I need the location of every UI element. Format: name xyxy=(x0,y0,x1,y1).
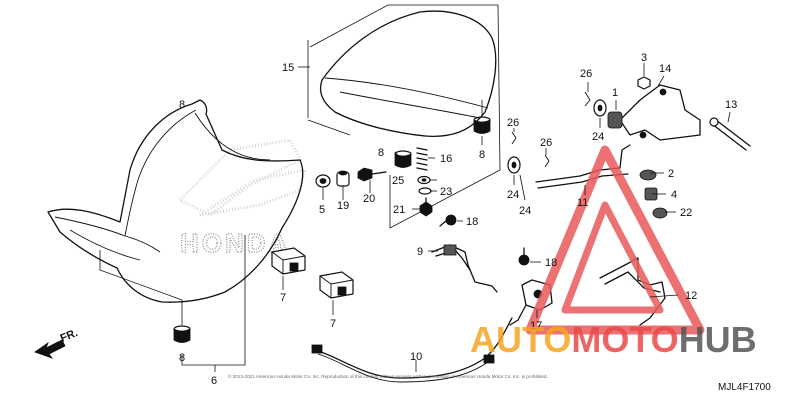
nut-3 xyxy=(637,76,651,90)
callout-11: 11 xyxy=(577,197,588,209)
diagram-code: MJL4F1700 xyxy=(718,382,771,393)
bolt-21 xyxy=(419,197,433,217)
callout-24c: 24 xyxy=(519,205,531,217)
callout-10: 10 xyxy=(410,351,422,363)
honda-wing-watermark xyxy=(177,138,308,217)
callout-24a: 24 xyxy=(592,131,604,143)
bolt-20 xyxy=(357,167,387,182)
main-seat xyxy=(47,99,304,303)
callout-8a: 8 xyxy=(179,352,185,364)
callout-19: 19 xyxy=(337,200,349,212)
autohub-triangle-logo xyxy=(525,145,705,335)
automotohub-brand: AUTOMOTOHUB xyxy=(470,319,757,360)
callout-26b: 26 xyxy=(507,117,519,129)
svg-text:AUTOMOTOHUB: AUTOMOTOHUB xyxy=(470,319,757,360)
washer-24b xyxy=(507,156,521,174)
collar-19 xyxy=(336,170,350,187)
callout-21: 21 xyxy=(393,204,405,216)
block-7-left xyxy=(271,247,306,275)
cap-22 xyxy=(652,207,668,219)
rubber-cushion-top xyxy=(473,116,491,134)
callout-17: 17 xyxy=(530,320,542,332)
callout-24b: 24 xyxy=(507,189,519,201)
callout-16: 16 xyxy=(440,153,452,165)
rubber-cushion-lower xyxy=(173,325,191,343)
front-direction-arrow: FR. xyxy=(34,327,80,359)
collar-1 xyxy=(607,111,623,129)
callout-15: 15 xyxy=(282,62,294,74)
callout-labels: 1 2 3 4 5 6 7 7 8 8 8 8 9 10 11 12 13 14… xyxy=(179,52,737,387)
leader-lines xyxy=(99,63,731,372)
callout-26c: 26 xyxy=(540,137,552,149)
callout-6: 6 xyxy=(211,375,217,387)
block-7-right xyxy=(319,271,354,299)
callout-2: 2 xyxy=(668,168,674,180)
callout-8c: 8 xyxy=(479,149,485,161)
callout-18a: 18 xyxy=(466,216,478,228)
callout-12: 12 xyxy=(685,290,697,302)
seat-cable-10 xyxy=(311,317,513,383)
honda-logo-watermark: HONDA xyxy=(180,228,290,258)
callout-18b: 18 xyxy=(545,257,557,269)
seat-lock-9 xyxy=(431,244,498,293)
front-marker-label: FR. xyxy=(59,327,80,345)
callout-13: 13 xyxy=(725,99,737,111)
callout-9: 9 xyxy=(417,246,423,258)
callout-3: 3 xyxy=(641,52,647,64)
pin-26a xyxy=(584,91,591,107)
brand-hub: HUB xyxy=(679,319,757,360)
washer-23 xyxy=(418,187,432,195)
callout-1: 1 xyxy=(612,87,618,99)
bolt-18-lower xyxy=(518,247,530,266)
pin-26c xyxy=(544,154,550,168)
washer-24a xyxy=(593,99,607,117)
copyright-notice: © 2013-2021 American Honda Motor Co. Inc… xyxy=(228,373,548,379)
callout-7a: 7 xyxy=(280,292,286,304)
callout-4: 4 xyxy=(671,189,677,201)
callout-22: 22 xyxy=(680,207,692,219)
callout-8b: 8 xyxy=(378,147,384,159)
nut-25 xyxy=(417,175,431,185)
callout-25: 25 xyxy=(392,175,404,187)
pillion-seat xyxy=(319,10,497,138)
callout-8d: 8 xyxy=(179,99,185,111)
callout-5: 5 xyxy=(319,204,325,216)
grommet-5 xyxy=(315,174,331,188)
callout-14: 14 xyxy=(659,63,671,75)
brand-auto: AUTO xyxy=(470,319,571,360)
callout-7b: 7 xyxy=(330,318,336,330)
rubber-cushion-middle xyxy=(394,150,412,168)
brand-moto: MOTO xyxy=(571,319,678,360)
stay-12 xyxy=(599,257,666,326)
bracket-14 xyxy=(619,84,701,141)
callout-26a: 26 xyxy=(580,68,592,80)
callout-23: 23 xyxy=(440,186,452,198)
pin-26b xyxy=(511,131,517,145)
cushion-2 xyxy=(639,169,657,181)
bolt-18-top xyxy=(439,214,457,227)
shaft-13 xyxy=(709,117,751,151)
spring-16 xyxy=(416,147,428,171)
callout-20: 20 xyxy=(363,193,375,205)
